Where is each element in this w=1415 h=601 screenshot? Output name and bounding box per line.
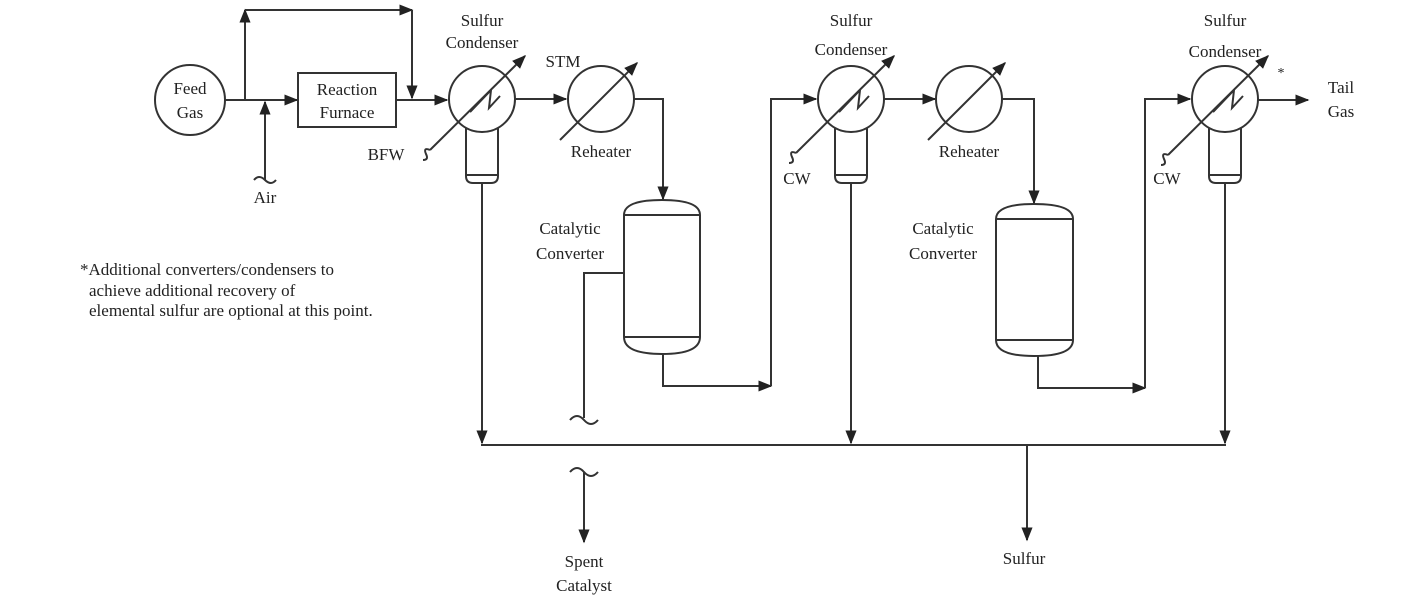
cw-label-1: CW	[783, 169, 811, 188]
spent-catalyst-label-2: Catalyst	[556, 576, 612, 595]
reheater-2: Reheater	[927, 62, 1006, 161]
condenser-3-label-1: Sulfur	[1204, 11, 1247, 30]
tail-gas-label-2: Gas	[1328, 102, 1354, 121]
condenser-3-label-2: Condenser	[1189, 42, 1262, 61]
stm-label: STM	[546, 52, 581, 71]
catalytic-converter-1: Catalytic Converter	[536, 198, 701, 356]
reheater-1-to-converter-line	[634, 98, 669, 201]
reheater-2-to-converter-line	[1002, 98, 1040, 205]
spent-catalyst-break-icon-1	[569, 415, 599, 425]
reheater-1-label: Reheater	[571, 142, 632, 161]
converter-1-label-2: Converter	[536, 244, 604, 263]
converter-1-label-1: Catalytic	[539, 219, 601, 238]
sulfur-condenser-1: Sulfur Condenser	[422, 11, 526, 184]
furnace-label-2: Furnace	[320, 103, 375, 122]
air-break-icon	[253, 176, 277, 184]
feed-gas-label-2: Gas	[177, 103, 203, 122]
air-label: Air	[254, 188, 277, 207]
sulfur-condenser-3: Sulfur Condenser	[1160, 11, 1269, 184]
footnote-line-2: achieve additional recovery of	[89, 281, 296, 300]
catalytic-converter-2: Catalytic Converter	[909, 202, 1074, 358]
reheater-2-label: Reheater	[939, 142, 1000, 161]
bfw-break-icon	[422, 148, 431, 161]
converter-2-label-1: Catalytic	[912, 219, 974, 238]
condenser-1-label-1: Sulfur	[461, 11, 504, 30]
furnace-label-1: Reaction	[317, 80, 378, 99]
reaction-furnace: Reaction Furnace	[297, 72, 397, 128]
footnote-asterisk: *	[1278, 66, 1285, 81]
cw-label-2: CW	[1153, 169, 1181, 188]
converter-1-outlet-line	[662, 354, 773, 392]
feed-gas-source: Feed Gas	[154, 64, 226, 136]
bfw-label: BFW	[368, 145, 406, 164]
converter-2-outlet-line	[1037, 356, 1147, 394]
condenser-2-label-1: Sulfur	[830, 11, 873, 30]
reheater-1: Reheater	[559, 62, 638, 161]
cw-break-icon-1	[788, 151, 797, 164]
footnote: *Additional converters/condensers to ach…	[80, 260, 373, 320]
cw-break-icon-2	[1160, 153, 1169, 166]
feed-gas-label-1: Feed	[173, 79, 207, 98]
condenser-1-label-2: Condenser	[446, 33, 519, 52]
converter-2-label-2: Converter	[909, 244, 977, 263]
sulfur-label: Sulfur	[1003, 549, 1046, 568]
condenser-2-label-2: Condenser	[815, 40, 888, 59]
converter-1-to-condenser-2-line	[770, 93, 818, 386]
converter-2-to-condenser-3-line	[1144, 93, 1192, 388]
spent-catalyst-line-1	[583, 272, 624, 418]
sulfur-condenser-2: Sulfur Condenser	[788, 11, 895, 184]
tail-gas-label-1: Tail	[1328, 78, 1354, 97]
footnote-line-1: *Additional converters/condensers to	[80, 260, 334, 279]
spent-catalyst-label-1: Spent	[565, 552, 604, 571]
footnote-line-3: elemental sulfur are optional at this po…	[89, 301, 373, 320]
